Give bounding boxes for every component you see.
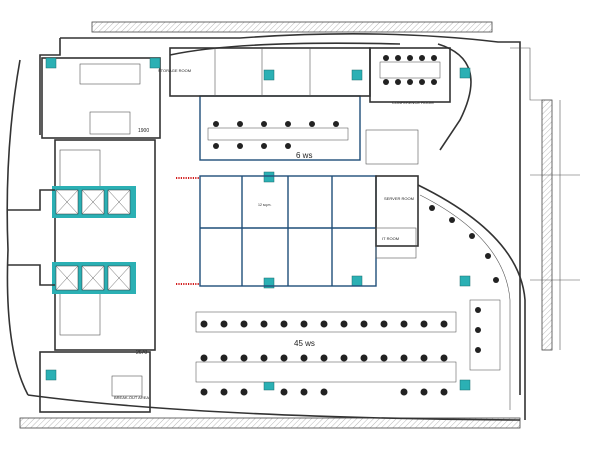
workstation-cluster: [195, 205, 501, 396]
lift-bank-lower: [52, 262, 136, 294]
workstation-row-upper: [207, 121, 349, 149]
cabin-block: [169, 47, 451, 287]
label-it-room: IT ROOM: [382, 236, 399, 241]
curved-facade: [417, 184, 526, 420]
label-conference-room: CONFERENCE ROOM: [392, 100, 434, 105]
lift-bank-upper: [52, 186, 136, 218]
top-curve-wall: [169, 42, 401, 56]
building-outline: [6, 21, 580, 429]
label-cabin-ws: 6 ws: [296, 151, 312, 160]
right-top-curve: [437, 43, 472, 151]
service-core: [8, 57, 161, 413]
label-break-out-area: BREAK-OUT AREA: [114, 395, 149, 400]
dimension-1900: 1900: [138, 128, 149, 134]
structural-columns: [45, 57, 471, 391]
label-server-room: SERVER ROOM: [384, 196, 414, 201]
label-open-ws: 45 ws: [294, 339, 315, 348]
label-cabin-area: 12 sq.m.: [258, 203, 271, 207]
conference-table: [379, 55, 441, 85]
dimension-2670: 2670: [136, 350, 147, 356]
label-storage-room: STORAGE ROOM: [158, 68, 191, 73]
